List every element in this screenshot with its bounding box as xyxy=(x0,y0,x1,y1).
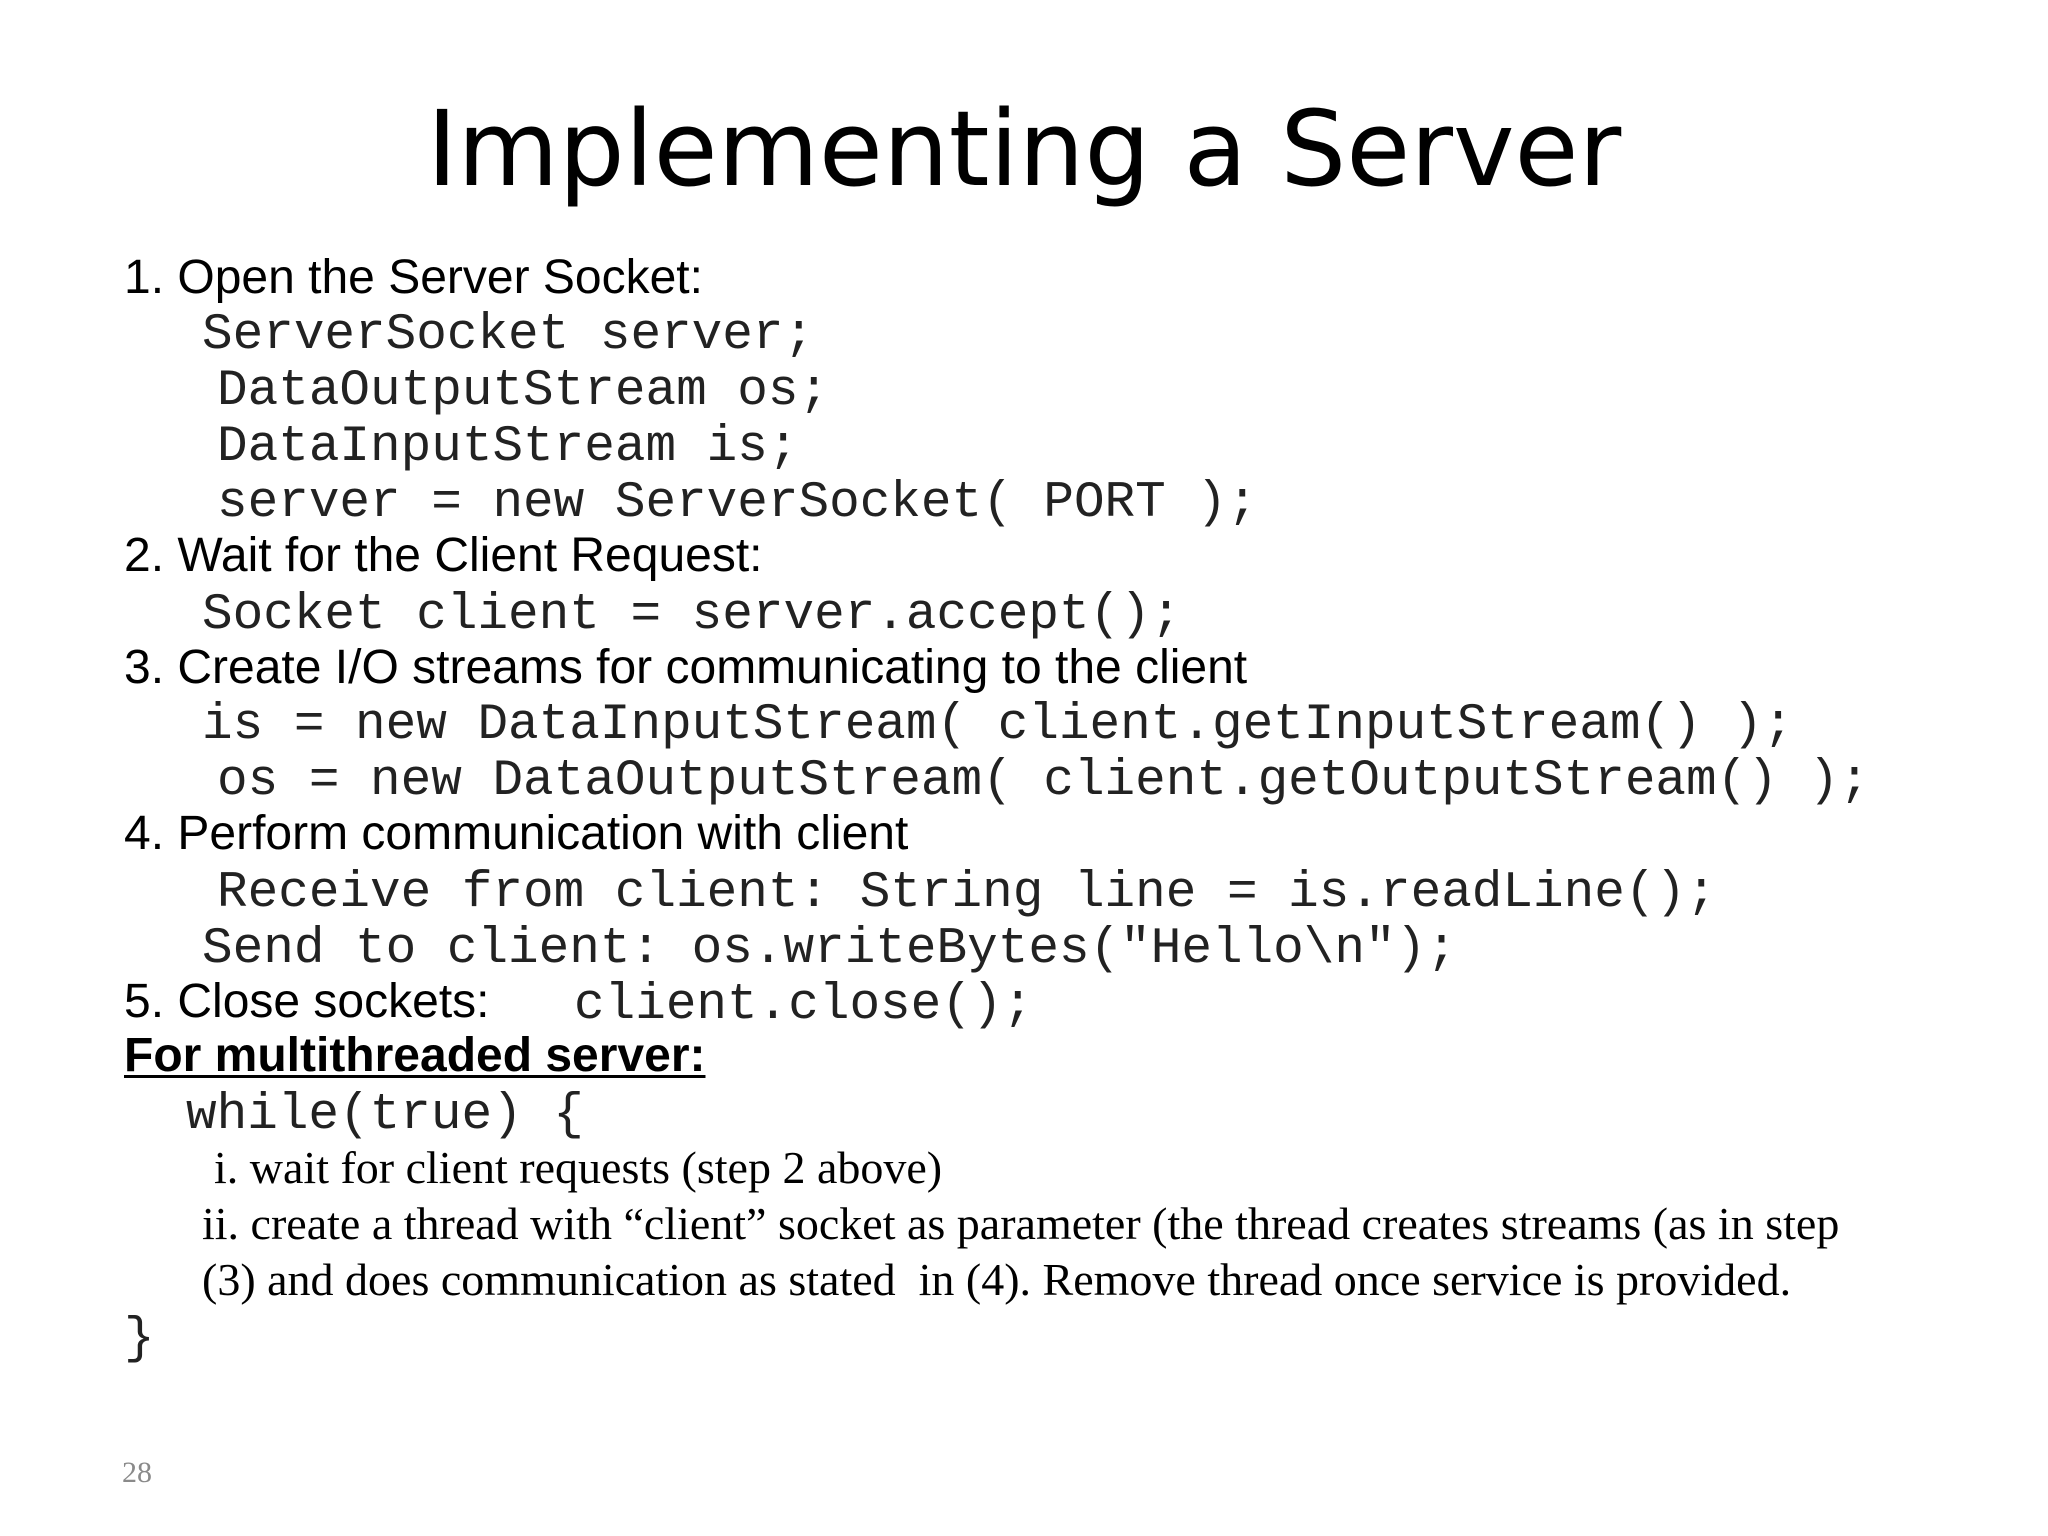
step-2-heading: 2. Wait for the Client Request: xyxy=(124,529,763,582)
step-4-code-line: Send to client: os.writeBytes("Hello\n")… xyxy=(202,921,1457,978)
step-5-code: client.close(); xyxy=(574,977,1034,1034)
step-1-code-line: ServerSocket server; xyxy=(202,307,815,364)
loop-item-continuation: (3) and does communication as stated in … xyxy=(202,1254,1792,1305)
multithreaded-heading: For multithreaded server: xyxy=(124,1029,706,1082)
loop-item: ii. create a thread with “client” socket… xyxy=(202,1198,1840,1249)
step-3-code-line: is = new DataInputStream( client.getInpu… xyxy=(202,697,1794,754)
step-1-code-line: DataOutputStream os; xyxy=(217,363,830,420)
step-5-heading: 5. Close sockets: xyxy=(124,975,490,1028)
page-number: 28 xyxy=(122,1456,152,1489)
step-1-code-line: server = new ServerSocket( PORT ); xyxy=(217,475,1258,532)
step-2-code-line: Socket client = server.accept(); xyxy=(202,587,1182,644)
step-4-heading: 4. Perform communication with client xyxy=(124,807,909,860)
step-1-code-line: DataInputStream is; xyxy=(217,419,799,476)
loop-item: i. wait for client requests (step 2 abov… xyxy=(214,1142,943,1193)
step-1-heading: 1. Open the Server Socket: xyxy=(124,251,703,304)
step-3-heading: 3. Create I/O streams for communicating … xyxy=(124,641,1248,694)
loop-close-code: } xyxy=(124,1311,155,1368)
loop-open-code: while(true) { xyxy=(186,1087,584,1144)
step-3-code-line: os = new DataOutputStream( client.getOut… xyxy=(217,753,1870,810)
step-4-code-line: Receive from client: String line = is.re… xyxy=(217,865,1717,922)
slide-title: Implementing a Server xyxy=(426,88,1622,210)
